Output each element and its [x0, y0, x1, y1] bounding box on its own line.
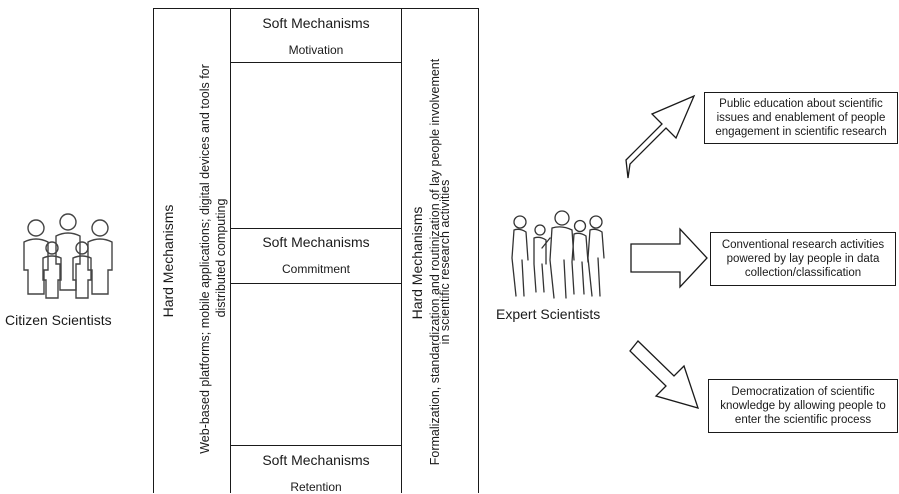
outcome-line: powered by lay people in data: [726, 253, 880, 265]
outcome-line: knowledge by allowing people to: [720, 400, 886, 412]
arrow-right: [630, 227, 708, 289]
soft-sub: Motivation: [288, 43, 344, 57]
outcome-line: engagement in scientific research: [715, 126, 887, 138]
arrow-up-right: [625, 94, 696, 179]
expert-scientists-label: Expert Scientists: [496, 306, 601, 322]
outcome-line: issues and enablement of people: [716, 112, 886, 124]
outcome-line: collection/classification: [744, 267, 862, 279]
soft-sub: Commitment: [281, 262, 350, 276]
soft-mechanism-retention: Soft Mechanisms Retention: [230, 445, 402, 494]
outcome-line: Public education about scientific: [719, 98, 883, 110]
outcome-line: enter the scientific process: [734, 414, 872, 426]
hard-left-line2: distributed computing: [214, 198, 228, 318]
soft-title: Soft Mechanisms: [262, 234, 370, 250]
hard-mechanisms-left-column: [153, 8, 231, 493]
hard-left-title: Hard Mechanisms: [160, 204, 176, 318]
hard-right-title: Hard Mechanisms: [409, 206, 425, 320]
expert-group-icon: [511, 210, 605, 299]
hard-right-line2: in scientific research activities: [438, 179, 452, 345]
soft-sub: Retention: [290, 480, 342, 494]
soft-mechanism-commitment: Soft Mechanisms Commitment: [230, 228, 402, 284]
citizen-group-icon: [23, 213, 113, 299]
outcome-box-public-education: Public education about scientific issues…: [704, 92, 898, 144]
outcome-box-democratization: Democratization of scientific knowledge …: [708, 379, 898, 433]
hard-left-line1: Web-based platforms; mobile applications…: [198, 64, 212, 454]
soft-title: Soft Mechanisms: [262, 15, 370, 31]
outcome-line: Democratization of scientific: [731, 386, 875, 398]
outcome-line: Conventional research activities: [721, 239, 885, 251]
citizen-scientists-label: Citizen Scientists: [5, 312, 112, 328]
outcome-box-conventional-research: Conventional research activities powered…: [710, 232, 896, 286]
soft-mechanism-motivation: Soft Mechanisms Motivation: [230, 8, 402, 63]
hard-mechanisms-right-column: [401, 8, 479, 493]
arrow-down-right: [629, 340, 700, 409]
soft-title: Soft Mechanisms: [262, 452, 370, 468]
